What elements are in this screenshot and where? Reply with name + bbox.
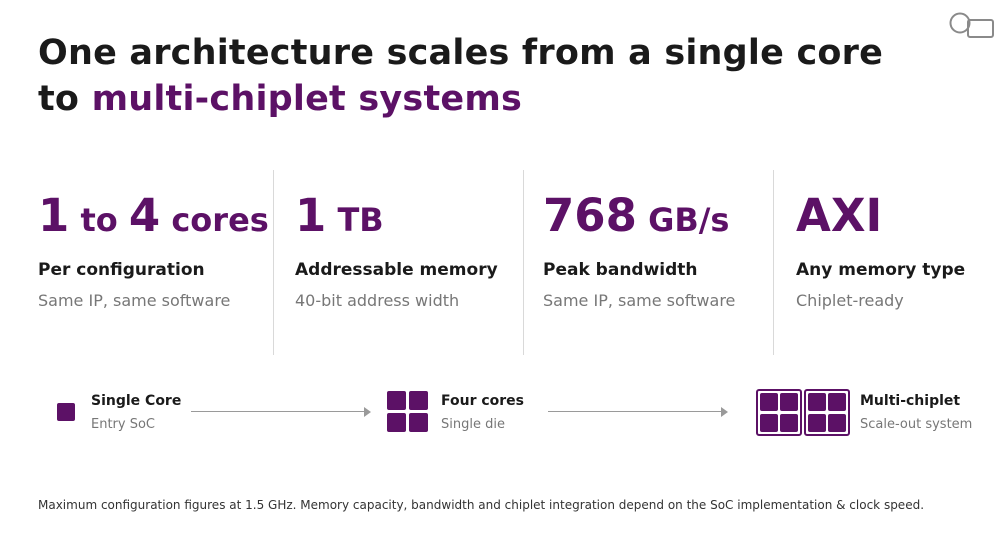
- stat-memory-label: Addressable memory: [295, 260, 498, 280]
- stats-row: 1 to 4 cores Per configuration Same IP, …: [0, 170, 1000, 355]
- stat-cores-label: Per configuration: [38, 260, 205, 280]
- quad-core-icon: [387, 391, 428, 432]
- flow-arrow: [548, 407, 728, 417]
- stat-bandwidth-number: 768: [543, 189, 637, 242]
- title-line-2-prefix: to: [38, 79, 92, 119]
- flow-node-title: Multi-chiplet: [860, 393, 961, 409]
- stat-cores-max: 4: [128, 189, 161, 242]
- stat-memory-value: 1 TB: [295, 188, 384, 248]
- stat-cores-unit: cores: [160, 201, 269, 239]
- stat-bandwidth-sub: Same IP, same software: [543, 291, 736, 310]
- flow-arrow: [191, 407, 371, 417]
- single-core-icon: [57, 403, 75, 421]
- title-line-2-accent: multi-chiplet systems: [91, 79, 523, 119]
- flow-node-sub: Scale-out system: [860, 417, 973, 432]
- stat-divider: [523, 170, 524, 355]
- stat-memory-number: 1: [295, 189, 327, 242]
- stat-cores-min: 1: [38, 189, 70, 242]
- stat-bandwidth-value: 768 GB/s: [543, 188, 729, 248]
- stat-memory: 1 TB Addressable memory 40-bit address w…: [295, 170, 515, 355]
- stat-divider: [273, 170, 274, 355]
- brand-logo-icon: [949, 12, 994, 38]
- stat-bandwidth: 768 GB/s Peak bandwidth Same IP, same so…: [543, 170, 768, 355]
- stat-memory-sub: 40-bit address width: [295, 291, 460, 310]
- footnote: Maximum configuration figures at 1.5 GHz…: [38, 498, 925, 512]
- stat-bandwidth-label: Peak bandwidth: [543, 260, 698, 280]
- stat-interface-label: Any memory type: [796, 260, 966, 280]
- page-title: One architecture scales from a single co…: [38, 30, 883, 122]
- stat-cores-value: 1 to 4 cores: [38, 188, 269, 248]
- stat-cores: 1 to 4 cores Per configuration Same IP, …: [38, 170, 269, 355]
- stat-cores-sub: Same IP, same software: [38, 291, 231, 310]
- multi-chiplet-icon: [756, 389, 850, 436]
- stat-interface-sub: Chiplet-ready: [796, 291, 904, 310]
- flow-node-sub: Single die: [441, 417, 505, 432]
- title-line-1: One architecture scales from a single co…: [38, 33, 884, 73]
- stat-divider: [773, 170, 774, 355]
- flow-node-title: Single Core: [91, 393, 182, 409]
- flow-node-title: Four cores: [441, 393, 525, 409]
- stat-interface-value: AXI: [796, 189, 883, 242]
- stat-cores-joiner: to: [69, 201, 129, 239]
- stat-bandwidth-unit: GB/s: [636, 201, 730, 239]
- stat-memory-unit: TB: [326, 201, 384, 239]
- flow-node-sub: Entry SoC: [91, 417, 156, 432]
- stat-interface: AXI Any memory type Chiplet-ready: [796, 170, 986, 355]
- scaling-flow: Single Core Entry SoC Four cores Single …: [0, 385, 1000, 445]
